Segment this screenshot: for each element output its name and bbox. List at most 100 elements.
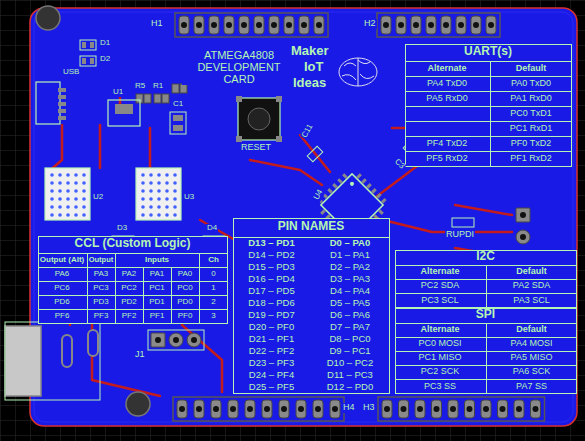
table-cell-text: D12 – PD0 — [327, 382, 373, 392]
table-cell: PA5 RxD0 — [405, 92, 491, 107]
header-pad — [254, 16, 264, 34]
table-cell-text: Alternate — [420, 267, 459, 277]
ic-dot — [149, 197, 153, 201]
header-hole — [450, 406, 456, 412]
dc-jack-outline — [5, 322, 100, 400]
table-cell: PF0 — [172, 310, 200, 324]
table-cell: Alternate — [395, 324, 487, 338]
ic-dot — [149, 213, 153, 217]
component-label: H3 — [362, 403, 376, 413]
table-cell-text: PD2 — [121, 298, 137, 307]
header-hole — [332, 406, 338, 412]
table-cell — [405, 122, 491, 137]
header-hole — [413, 22, 419, 28]
brain-fold — [342, 75, 356, 80]
header-hole — [264, 406, 270, 412]
header-pad — [498, 400, 508, 418]
table-cell-text: D25 – PF5 — [249, 382, 294, 392]
table-cell: D22 – PF2 — [233, 346, 311, 358]
table-cell-text: D3 – PA3 — [330, 274, 370, 284]
ic-dot — [58, 189, 62, 193]
header-hole — [401, 406, 407, 412]
header-hole — [417, 406, 423, 412]
ic-dot — [141, 189, 145, 193]
header-hole — [488, 22, 494, 28]
header-pad — [426, 16, 436, 34]
table-cell: PD2 — [116, 296, 144, 310]
ic-dot — [165, 197, 169, 201]
table-cell: PD6 — [38, 296, 88, 310]
component-label: D2 — [99, 55, 111, 64]
ic-dot — [149, 189, 153, 193]
table-cell-text: PC3 SCL — [421, 296, 459, 306]
table-cell-text: D5 – PA5 — [330, 298, 370, 308]
ic-dot — [82, 205, 86, 209]
capacitor-outline — [170, 112, 186, 134]
table-cell-text: PC3 SS — [424, 382, 456, 392]
pinout-table: PIN NAMESD13 – PD1D0 – PA0D14 – PD2D1 – … — [233, 218, 390, 394]
table-cell-text: PA2 SDA — [513, 281, 550, 291]
capacitor-pad — [173, 125, 183, 131]
ic-dot — [173, 189, 177, 193]
header-pad — [411, 16, 421, 34]
header-pad — [471, 16, 481, 34]
table-cell: Default — [487, 266, 577, 280]
table-cell-text: Output (Alt) — [40, 256, 84, 265]
table-cell-text: PA3 — [94, 270, 109, 279]
component-label: D3 — [116, 224, 128, 233]
ic-dot — [66, 181, 70, 185]
table-cell-text: D17 – PD5 — [248, 286, 294, 296]
ic-dot — [157, 205, 161, 209]
logo-text: Ideas — [292, 76, 327, 90]
table-cell: PC2 SDA — [395, 280, 487, 294]
header-pad — [399, 400, 409, 418]
table-cell-text: Default — [516, 267, 547, 277]
ic-dot — [157, 189, 161, 193]
table-cell: PA1 RxD0 — [491, 92, 572, 107]
table-cell-text: D2 – PA2 — [330, 262, 370, 272]
table-cell: PD0 — [172, 296, 200, 310]
table-cell: PA2 SDA — [487, 280, 577, 294]
ic-dot — [82, 189, 86, 193]
table-cell: D6 – PA6 — [311, 310, 390, 322]
header-hole — [383, 22, 389, 28]
button-pad — [236, 96, 242, 102]
header-hole — [516, 406, 522, 412]
table-cell-text: PF1 — [150, 312, 165, 321]
dc-jack-pad — [88, 330, 98, 356]
table-cell: PC2 — [116, 282, 144, 296]
header-pad — [441, 16, 451, 34]
header-hole — [467, 406, 473, 412]
ic-dot — [50, 189, 54, 193]
table-cell-text: D18 – PD6 — [248, 298, 294, 308]
table-cell-text: D1 – PA1 — [330, 250, 370, 260]
table-cell-text: PA6 SCK — [513, 367, 550, 377]
ic-dot — [173, 173, 177, 177]
table-heading-cell: I2C — [395, 250, 577, 266]
table-cell: PC1 MISO — [395, 352, 487, 366]
table-cell: D0 – PA0 — [311, 238, 390, 250]
mcu-pin — [376, 193, 382, 199]
mcu-pin — [361, 178, 367, 184]
header-pad — [486, 16, 496, 34]
header-pad — [381, 16, 391, 34]
header-hole — [434, 406, 440, 412]
table-cell: D10 – PC2 — [311, 358, 390, 370]
ic-dot — [74, 189, 78, 193]
table-title: CCL (Custom Logic) — [75, 237, 191, 250]
component-label: USB — [62, 68, 80, 77]
header-pad — [330, 400, 340, 418]
header-hole — [398, 22, 404, 28]
table-cell-text: PA0 — [178, 270, 193, 279]
ic-dot — [173, 213, 177, 217]
header-hole — [298, 406, 304, 412]
table-cell: PA1 — [144, 268, 172, 282]
table-cell: PA0 TxD0 — [491, 77, 572, 92]
pinout-table: CCL (Custom Logic)Output (Alt)OutputInpu… — [38, 236, 228, 324]
updi-pad — [516, 208, 530, 222]
header-pad — [456, 16, 466, 34]
table-cell-text: PF0 — [178, 312, 193, 321]
header-pad — [313, 400, 323, 418]
